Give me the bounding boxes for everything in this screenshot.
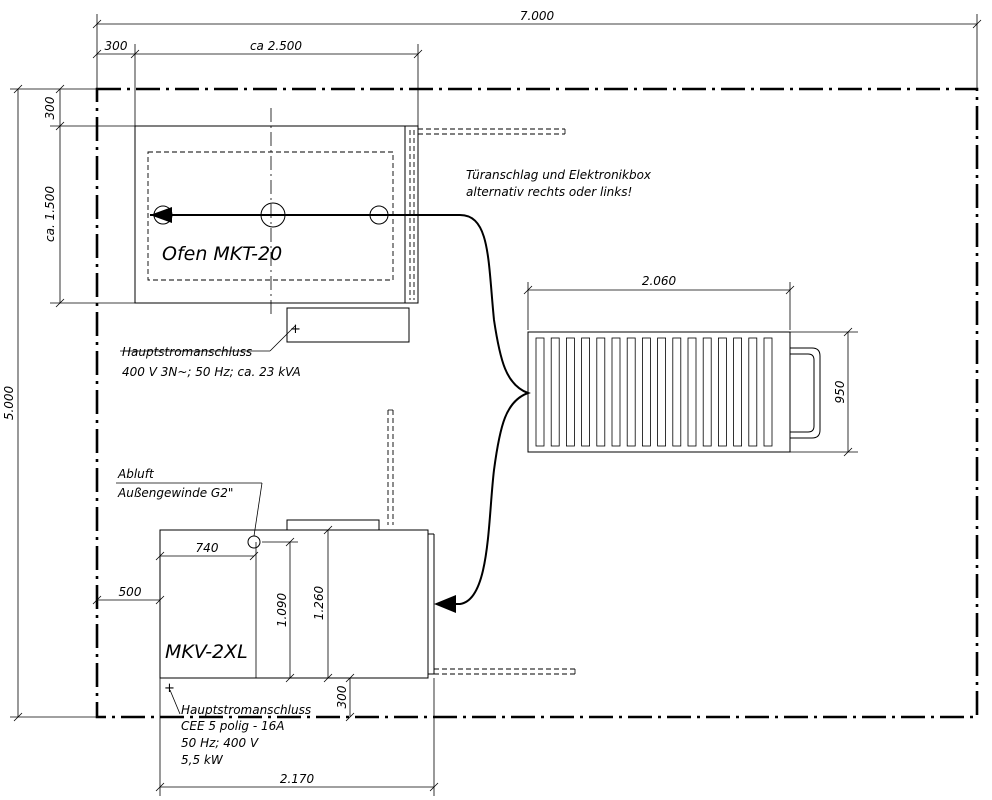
dim-oven-width-label: ca 2.500 bbox=[250, 39, 302, 53]
mkv-power-spec1: CEE 5 polig - 16A bbox=[181, 719, 285, 733]
dim-mkv-exhaust-label: 740 bbox=[196, 541, 219, 555]
dim-mkv-bottom-offset: 300 bbox=[335, 673, 360, 722]
conveyor-slat bbox=[748, 337, 758, 447]
oven-name-label: Ofen MKT-20 bbox=[162, 243, 282, 265]
dim-total-width-label: 7.000 bbox=[520, 9, 555, 23]
dim-conveyor-depth-label: 950 bbox=[833, 380, 847, 403]
oven-power-box: + Hauptstromanschluss 400 V 3N~; 50 Hz; … bbox=[120, 307, 410, 379]
dim-mkv-width: 2.170 bbox=[155, 678, 439, 796]
dim-total-width: 7.000 bbox=[92, 9, 982, 89]
dim-oven-depth-label: ca. 1.500 bbox=[43, 186, 57, 242]
dim-oven-depth: 300 ca. 1.500 bbox=[43, 84, 135, 308]
exhaust-note: Abluft Außengewinde G2" bbox=[116, 467, 263, 537]
conveyor-slat bbox=[535, 337, 545, 447]
conveyor-slat bbox=[687, 337, 697, 447]
door-note-line2: alternativ rechts oder links! bbox=[466, 185, 632, 199]
flow-arrow-mkv-icon bbox=[434, 595, 456, 613]
conveyor-slat bbox=[626, 337, 636, 447]
mkv-power-note: Hauptstromanschluss CEE 5 polig - 16A 50… bbox=[169, 689, 311, 767]
conveyor-slat bbox=[550, 337, 560, 447]
dim-mkv-height-label: 1.260 bbox=[312, 585, 326, 620]
conveyor-slat bbox=[763, 337, 773, 447]
oven-mkt20: Ofen MKT-20 bbox=[134, 108, 566, 318]
mkv-name-label: MKV-2XL bbox=[165, 641, 248, 663]
conveyor-slat bbox=[596, 337, 606, 447]
oven-power-title: Hauptstromanschluss bbox=[122, 345, 252, 359]
oven-power-spec: 400 V 3N~; 50 Hz; ca. 23 kVA bbox=[122, 365, 301, 379]
dim-oven-top-offset-label: 300 bbox=[43, 96, 57, 119]
dim-mkv-bottom-offset-label: 300 bbox=[335, 685, 349, 708]
exhaust-spec: Außengewinde G2" bbox=[117, 486, 233, 500]
conveyor-slat bbox=[611, 337, 621, 447]
conveyor-slat bbox=[702, 337, 712, 447]
oven-power-plus-icon: + bbox=[290, 322, 301, 337]
conveyor-slat bbox=[566, 337, 575, 447]
dim-total-height-label: 5.000 bbox=[2, 385, 16, 420]
conveyor-slat bbox=[657, 337, 666, 447]
mkv-power-plus-icon: + bbox=[164, 681, 175, 696]
conveyor-slat bbox=[642, 337, 651, 447]
door-note-line1: Türanschlag und Elektronikbox bbox=[466, 168, 652, 182]
room-boundary bbox=[95, 87, 979, 719]
dim-mkv-left-offset-label: 500 bbox=[119, 585, 142, 599]
mkv-2xl: 740 1.090 1.260 MKV-2XL + bbox=[155, 409, 576, 696]
dim-total-height: 5.000 bbox=[2, 84, 97, 722]
exhaust-port-icon bbox=[247, 535, 261, 549]
conveyor-slat bbox=[718, 337, 727, 447]
mkv-power-spec3: 5,5 kW bbox=[181, 753, 224, 767]
dim-oven-width: 300 ca 2.500 bbox=[92, 39, 423, 126]
conveyor-slat bbox=[672, 337, 682, 447]
mkv-power-spec2: 50 Hz; 400 V bbox=[181, 736, 259, 750]
conveyor-slat bbox=[581, 337, 590, 447]
flow-arrow-left-icon bbox=[150, 207, 172, 223]
dim-mkv-left-offset: 500 bbox=[92, 585, 165, 605]
mkv-power-title: Hauptstromanschluss bbox=[181, 703, 311, 717]
dim-left-offset-label: 300 bbox=[105, 39, 128, 53]
dim-conveyor-length-label: 2.060 bbox=[642, 274, 677, 288]
exhaust-title: Abluft bbox=[117, 467, 155, 481]
dim-mkv-width-label: 2.170 bbox=[280, 772, 315, 786]
conveyor: 2.060 950 bbox=[523, 274, 858, 457]
dim-mkv-inner-height-label: 1.090 bbox=[275, 592, 289, 627]
conveyor-slat bbox=[733, 337, 742, 447]
